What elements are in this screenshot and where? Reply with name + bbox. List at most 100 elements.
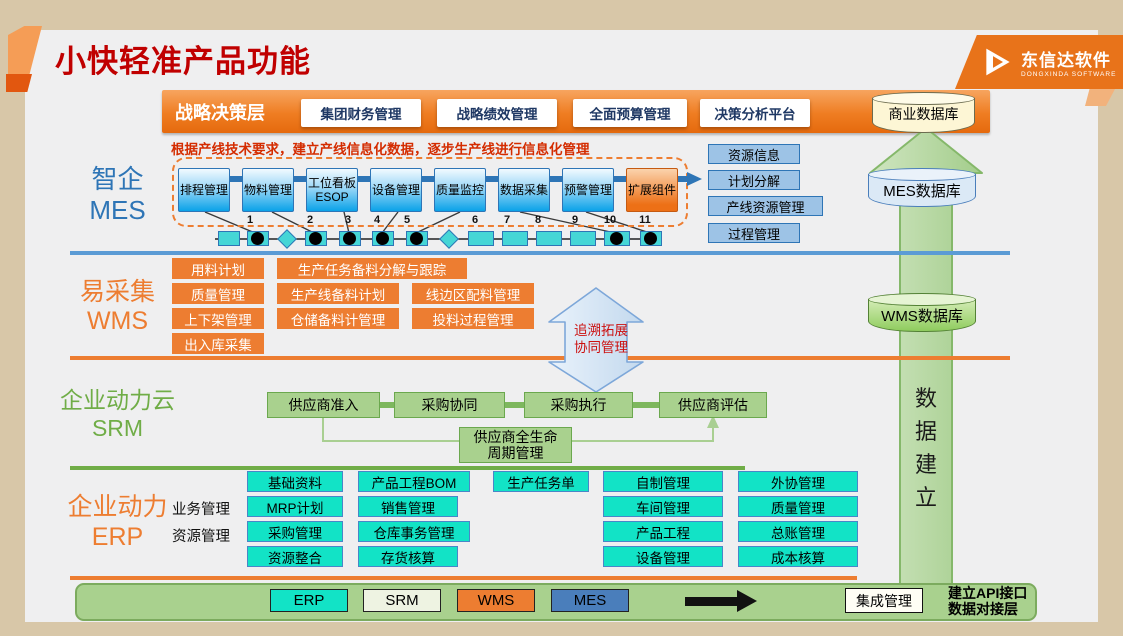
- wms-label-cn: 易采集: [79, 278, 155, 306]
- erp-box: 自制管理: [603, 471, 723, 492]
- srm-flow-box: 供应商评估: [659, 392, 767, 418]
- legend-erp: ERP: [270, 589, 348, 612]
- page-title: 小快轻准产品功能: [55, 44, 311, 79]
- mes-module-box: 数据采集: [498, 168, 550, 212]
- mes-module-box: 质量监控: [434, 168, 486, 212]
- erp-label-cn: 企业动力: [67, 493, 168, 521]
- wms-label-en: WMS: [86, 307, 149, 335]
- mes-database-label: MES数据库: [883, 183, 961, 200]
- button-budget: 全面预算管理: [573, 99, 687, 127]
- cylinder-top: [868, 293, 976, 306]
- corner-ribbon-decoration-dark: [6, 74, 32, 92]
- station-number: 9: [571, 214, 579, 226]
- srm-flow-box: 供应商准入: [267, 392, 380, 418]
- company-logo: 东信达软件 DONGXINDA SOFTWARE: [955, 35, 1123, 89]
- mes-database-cylinder: MES数据库: [868, 168, 976, 207]
- conveyor-sensor-dot: [376, 232, 389, 245]
- station-number: 2: [306, 214, 314, 226]
- mes-module-box-extension: 扩展组件: [626, 168, 678, 212]
- wms-box: 出入库采集: [172, 333, 264, 354]
- conveyor-station: [502, 231, 528, 246]
- legend-mes: MES: [551, 589, 629, 612]
- wms-database-label: WMS数据库: [881, 308, 963, 325]
- erp-section-divider: [70, 576, 857, 580]
- mes-side-box: 产线资源管理: [708, 196, 823, 216]
- button-group-finance: 集团财务管理: [301, 99, 421, 127]
- erp-box: 仓库事务管理: [358, 521, 470, 542]
- wms-box: 质量管理: [172, 283, 264, 304]
- conveyor-station: [570, 231, 596, 246]
- cylinder-top: [872, 92, 975, 105]
- erp-label-en: ERP: [91, 523, 144, 551]
- erp-box: 产品工程BOM: [358, 471, 470, 492]
- mes-module-box: 排程管理: [178, 168, 230, 212]
- wms-database-cylinder: WMS数据库: [868, 293, 976, 332]
- srm-section-divider: [70, 466, 745, 470]
- erp-box: 车间管理: [603, 496, 723, 517]
- mes-label-en: MES: [89, 195, 146, 225]
- wms-box-wide: 生产任务备料分解与跟踪: [277, 258, 467, 279]
- mes-module-box: 工位看板 ESOP: [306, 168, 358, 212]
- conveyor-station: [218, 231, 240, 246]
- integration-arrowhead-icon: [737, 590, 757, 612]
- cylinder-top: [868, 168, 976, 181]
- erp-group-label: 业务管理: [172, 502, 230, 518]
- logo-subtitle: DONGXINDA SOFTWARE: [1021, 71, 1117, 78]
- station-number: 4: [373, 214, 381, 226]
- logo-pinwheel-icon: [983, 47, 1013, 77]
- erp-box: 存货核算: [358, 546, 458, 567]
- conveyor-sensor-dot: [309, 232, 322, 245]
- erp-box: 总账管理: [738, 521, 858, 542]
- legend-srm: SRM: [363, 589, 441, 612]
- erp-box: MRP计划: [247, 496, 343, 517]
- conveyor-station: [468, 231, 494, 246]
- mes-side-box: 资源信息: [708, 144, 800, 164]
- mes-section-divider: [70, 251, 1010, 255]
- wms-box: 投料过程管理: [412, 308, 534, 329]
- conveyor-sensor-dot: [251, 232, 264, 245]
- srm-label-en: SRM: [91, 415, 144, 441]
- wms-box: 生产线备料计划: [277, 283, 399, 304]
- business-database-label: 商业数据库: [888, 106, 959, 122]
- erp-group-label: 资源管理: [172, 529, 230, 545]
- station-number: 7: [503, 214, 511, 226]
- mes-module-box: 设备管理: [370, 168, 422, 212]
- erp-box: 外协管理: [738, 471, 858, 492]
- wms-section-divider: [70, 356, 1010, 360]
- mes-module-box: 预警管理: [562, 168, 614, 212]
- erp-box: 质量管理: [738, 496, 858, 517]
- conveyor-sensor-dot: [610, 232, 623, 245]
- erp-box: 资源整合: [247, 546, 343, 567]
- data-pillar-label: 数 据 建 立: [914, 386, 937, 510]
- wms-box: 上下架管理: [172, 308, 264, 329]
- mes-label-cn: 智企: [91, 164, 144, 194]
- erp-box: 采购管理: [247, 521, 343, 542]
- station-number: 5: [403, 214, 411, 226]
- strategy-layer-label: 战略决策层: [175, 103, 265, 123]
- erp-box: 销售管理: [358, 496, 458, 517]
- erp-box: 基础资料: [247, 471, 343, 492]
- srm-flow-connector: [380, 402, 396, 408]
- logo-name: 东信达软件: [1021, 51, 1111, 70]
- srm-label-cn: 企业动力云: [60, 387, 175, 413]
- station-number: 3: [344, 214, 352, 226]
- logo-tail-decoration: [1085, 89, 1115, 106]
- station-number: 1: [246, 214, 254, 226]
- conveyor-sensor-dot: [410, 232, 423, 245]
- conveyor-station: [536, 231, 562, 246]
- station-number: 6: [471, 214, 479, 226]
- srm-lifecycle-box: 供应商全生命 周期管理: [459, 427, 572, 463]
- trace-arrow-label: 追溯拓展 协同管理: [574, 323, 628, 355]
- integration-management-box: 集成管理: [845, 588, 923, 613]
- wms-box: 线边区配料管理: [412, 283, 534, 304]
- srm-flow-box: 采购协同: [394, 392, 505, 418]
- erp-box: 成本核算: [738, 546, 858, 567]
- conveyor-sensor-dot: [644, 232, 657, 245]
- api-note: 建立API接口 数据对接层: [948, 585, 1028, 617]
- station-number: 10: [603, 214, 617, 226]
